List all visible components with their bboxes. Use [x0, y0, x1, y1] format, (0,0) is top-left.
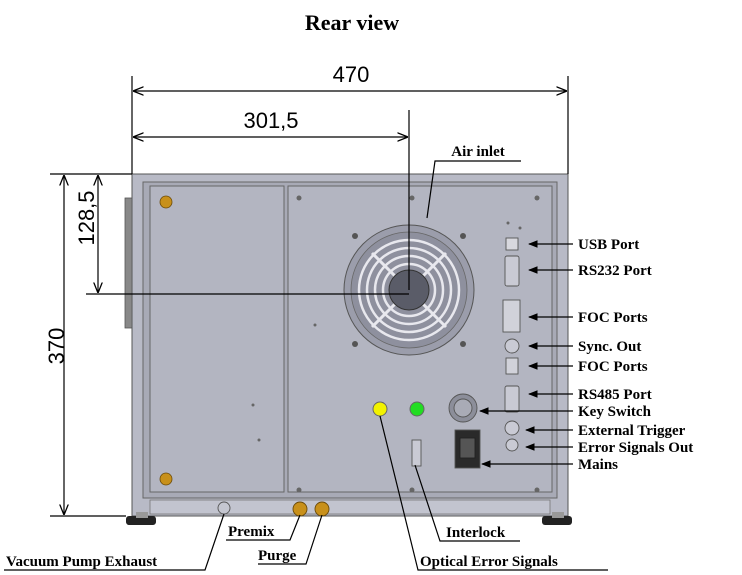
error-signals-out-label: Error Signals Out: [578, 440, 693, 456]
air-inlet-label: Air inlet: [451, 144, 504, 160]
rs232-port-connector: [504, 255, 520, 287]
key-switch-label: Key Switch: [578, 404, 652, 420]
sync-out-label: Sync. Out: [578, 339, 641, 355]
fan-height-dimension: 128,5: [74, 190, 99, 245]
premix-label: Premix: [228, 524, 275, 540]
foc-ports-label-2: FOC Ports: [578, 359, 648, 375]
interlock-connector: [411, 439, 422, 467]
height-dimension: 370: [44, 328, 69, 365]
brass-screws: [159, 195, 173, 486]
right-callouts: [479, 240, 573, 468]
vacuum-pump-exhaust-label: Vacuum Pump Exhaust: [6, 554, 157, 570]
panel-screws: [251, 195, 540, 493]
width-dimension: 470: [333, 62, 370, 87]
device-housing: [124, 173, 569, 517]
page-title: Rear view: [305, 10, 399, 35]
external-trigger-connector: [504, 420, 520, 436]
optical-error-yellow-led: [372, 401, 388, 417]
interlock-label: Interlock: [446, 525, 506, 541]
premix-connector: [292, 501, 308, 517]
mains-label: Mains: [578, 457, 618, 473]
sync-out-connector: [504, 338, 520, 354]
purge-connector: [314, 501, 330, 517]
error-signals-out-connector: [505, 438, 519, 452]
usb-port-label: USB Port: [578, 237, 639, 253]
green-indicator-led: [409, 401, 425, 417]
rs232-port-label: RS232 Port: [578, 263, 652, 279]
usb-port-connector: [505, 237, 519, 251]
rs485-port-connector: [504, 385, 520, 413]
external-trigger-label: External Trigger: [578, 423, 686, 439]
foc-ports-label-1: FOC Ports: [578, 310, 648, 326]
bottom-connectors: [217, 501, 330, 517]
vacuum-pump-exhaust-port: [217, 501, 231, 515]
device-feet: [126, 512, 572, 525]
dimension-lines: [50, 76, 569, 517]
foc-ports-2-connector: [505, 357, 519, 375]
optical-error-signals-label: Optical Error Signals: [420, 554, 558, 570]
connectors: [411, 237, 521, 469]
purge-label: Purge: [258, 548, 297, 564]
fan-offset-dimension: 301,5: [243, 108, 298, 133]
bottom-callouts: [4, 415, 608, 571]
rs485-port-label: RS485 Port: [578, 387, 652, 403]
foc-ports-1-connector: [502, 299, 521, 333]
